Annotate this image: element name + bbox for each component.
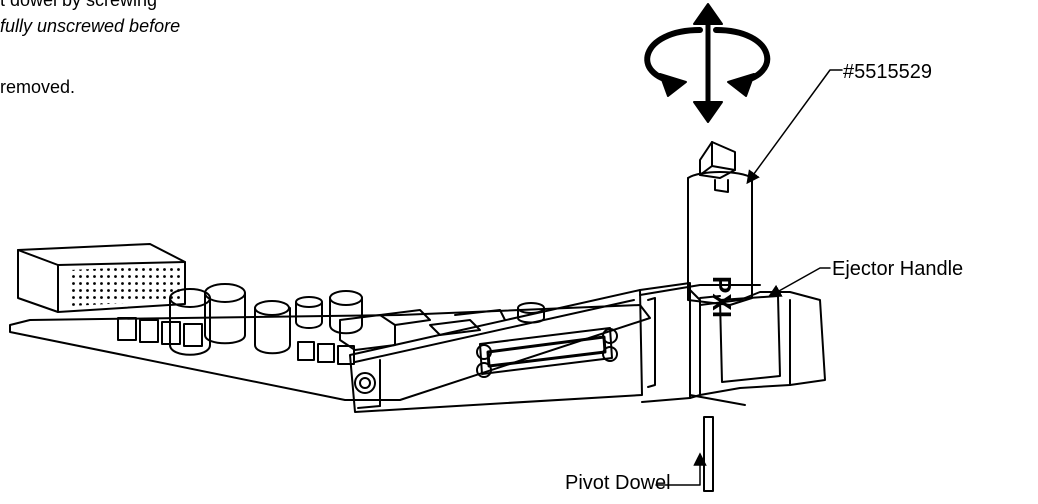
instruction-line-2: fully unscrewed before (0, 16, 181, 36)
circuit-board (9, 243, 651, 401)
pxi-label: PXI (707, 276, 737, 318)
instruction-line-3: removed. (0, 77, 76, 97)
pivot-dowel-pin (703, 416, 714, 492)
callout-leaders (655, 69, 843, 486)
part-5515529-screw (687, 141, 753, 306)
instruction-line-1: t dowel by screwing (0, 0, 158, 10)
pivot-dowel-label: Pivot Dowel (565, 472, 671, 494)
vertical-motion-arrow-icon (693, 3, 723, 123)
rotation-arrow-icon (644, 27, 771, 97)
front-panel (349, 289, 643, 413)
part-number-label: #5515529 (843, 61, 932, 83)
ejector-handle-assembly (639, 282, 826, 406)
ejector-handle-label: Ejector Handle (832, 258, 964, 280)
